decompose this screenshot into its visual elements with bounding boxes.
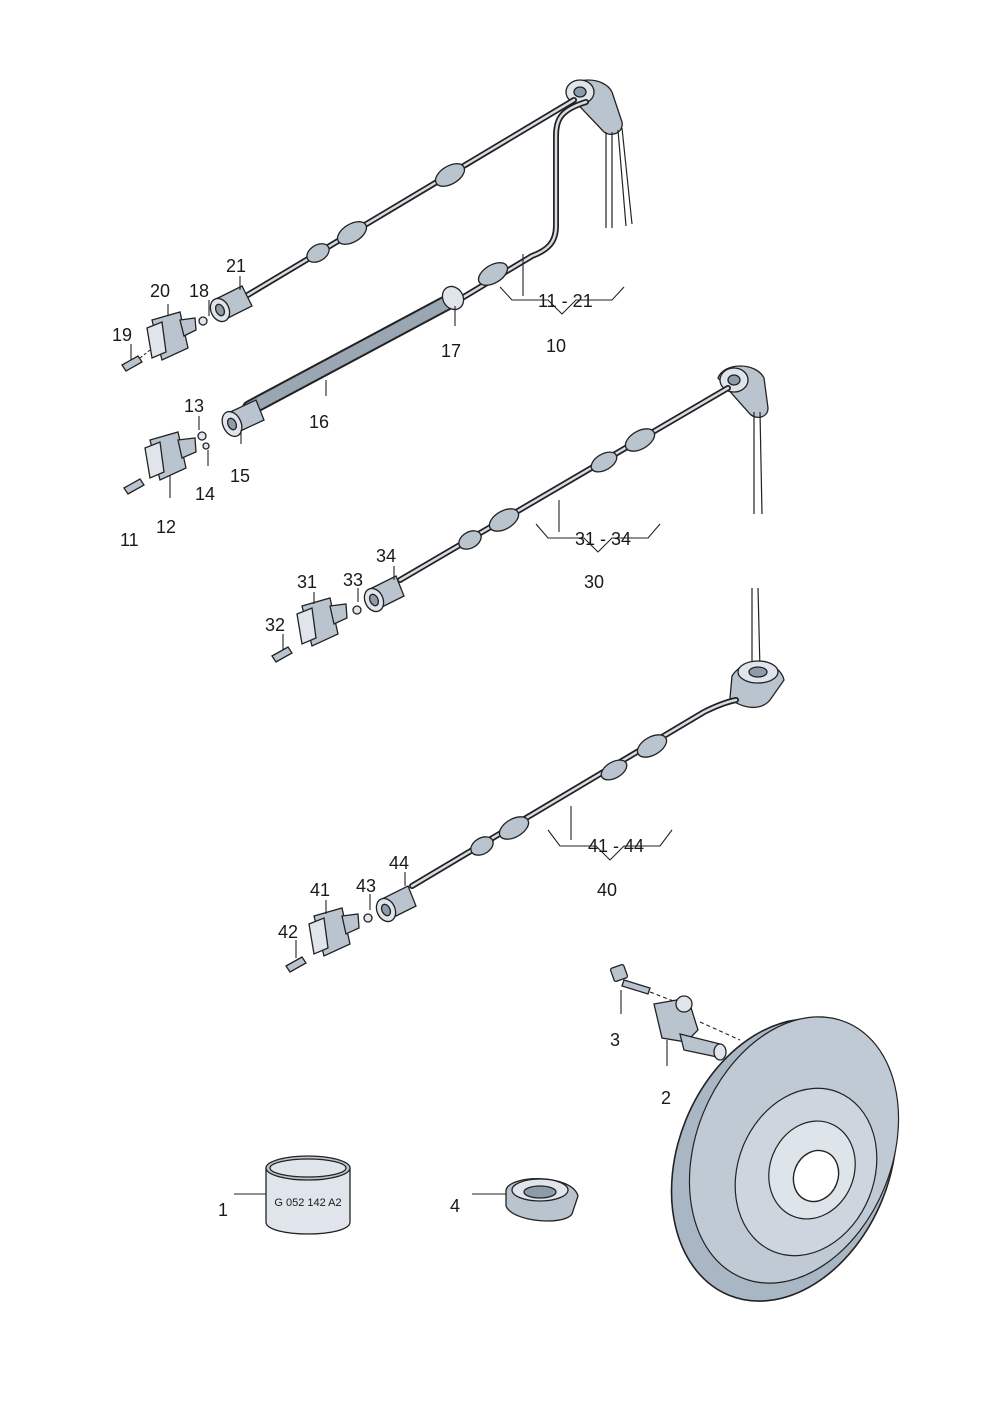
label-14: 14 bbox=[195, 484, 215, 504]
label-41-44: 41 - 44 bbox=[588, 836, 644, 856]
sleeve-marking: G 052 142 A2 bbox=[274, 1197, 341, 1209]
connector-21 bbox=[209, 285, 253, 323]
label-17: 17 bbox=[441, 341, 461, 361]
label-20: 20 bbox=[150, 281, 170, 301]
label-12: 12 bbox=[156, 517, 176, 537]
label-18: 18 bbox=[189, 281, 209, 301]
label-15: 15 bbox=[230, 466, 250, 486]
assembly-30 bbox=[271, 365, 769, 663]
labels: 10 11 - 21 17 16 21 20 18 19 13 14 15 12… bbox=[112, 256, 671, 1220]
connector-44 bbox=[375, 885, 417, 923]
label-11: 11 bbox=[120, 530, 139, 550]
assembly-10 bbox=[121, 79, 633, 498]
label-33: 33 bbox=[343, 570, 363, 590]
sensor-housing-31 bbox=[296, 597, 348, 647]
label-21: 21 bbox=[226, 256, 246, 276]
connector-34 bbox=[363, 575, 405, 613]
speed-sensor-2 bbox=[653, 995, 741, 1061]
label-42: 42 bbox=[278, 922, 298, 942]
label-31-34: 31 - 34 bbox=[575, 529, 631, 549]
label-40: 40 bbox=[597, 880, 617, 900]
label-31: 31 bbox=[297, 572, 317, 592]
clip-19 bbox=[121, 349, 151, 372]
bolt-3 bbox=[609, 963, 677, 1003]
label-3: 3 bbox=[610, 1030, 620, 1050]
label-44: 44 bbox=[389, 853, 409, 873]
corrugated-hose-16 bbox=[242, 292, 460, 416]
brake-disc bbox=[670, 1016, 900, 1302]
label-13: 13 bbox=[184, 396, 204, 416]
label-1: 1 bbox=[218, 1200, 228, 1220]
cable-clip bbox=[306, 163, 466, 263]
label-16: 16 bbox=[309, 412, 329, 432]
label-30: 30 bbox=[584, 572, 604, 592]
plug-4 bbox=[505, 1178, 579, 1222]
label-34: 34 bbox=[376, 546, 396, 566]
grommet-40 bbox=[729, 660, 785, 708]
label-10: 10 bbox=[546, 336, 566, 356]
label-41: 41 bbox=[310, 880, 330, 900]
wire-ends-10 bbox=[605, 127, 633, 228]
sensor-housing-41 bbox=[308, 907, 360, 957]
sensor-housing-20 bbox=[146, 311, 197, 361]
connector-15 bbox=[221, 399, 265, 438]
label-43: 43 bbox=[356, 876, 376, 896]
label-4: 4 bbox=[450, 1196, 460, 1216]
assembly-40 bbox=[285, 587, 785, 973]
sensor-housing-12 bbox=[144, 431, 197, 481]
label-32: 32 bbox=[265, 615, 285, 635]
label-19: 19 bbox=[112, 325, 132, 345]
label-2: 2 bbox=[661, 1088, 671, 1108]
label-11-21: 11 - 21 bbox=[538, 291, 593, 311]
sleeve-1: G 052 142 A2 bbox=[265, 1155, 351, 1235]
